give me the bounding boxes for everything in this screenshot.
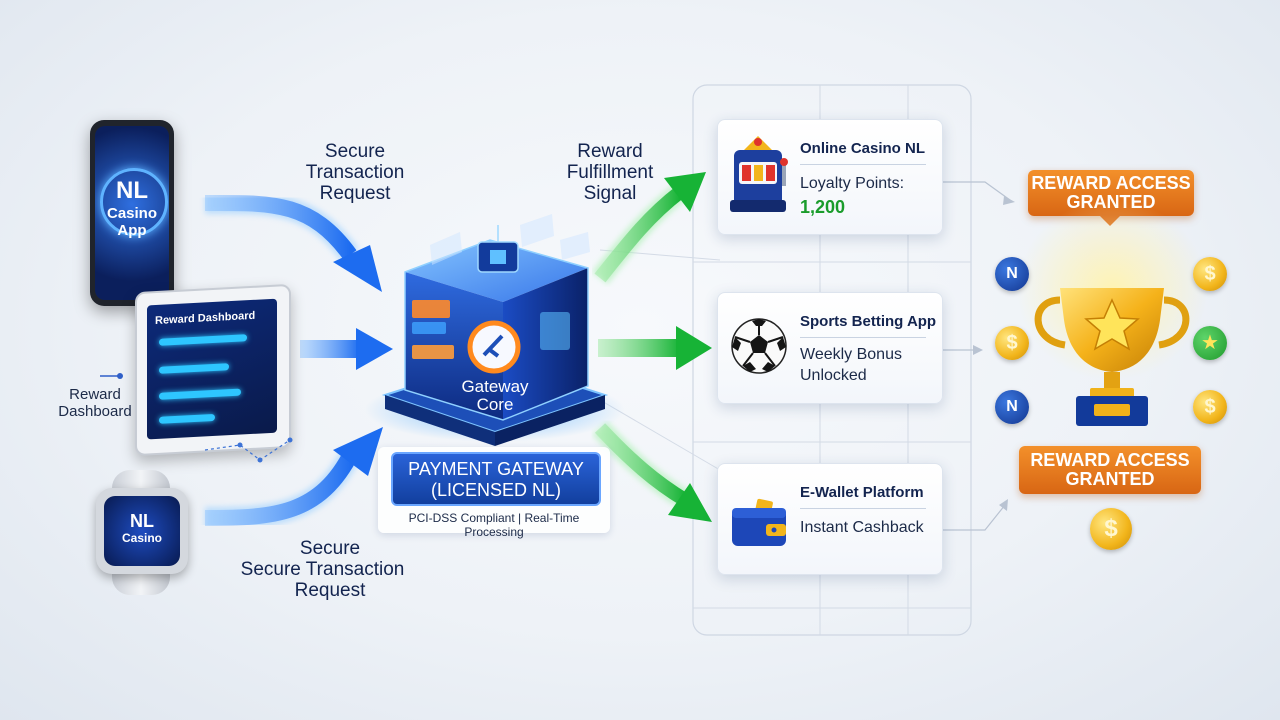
top-request-label-line3: Request: [319, 183, 391, 204]
card-casino-points: 1,200: [800, 197, 846, 217]
arrow-green-down: [592, 421, 712, 522]
top-request-label-line1: Secure: [324, 141, 386, 162]
payment-gateway-title-line2: (LICENSED NL): [430, 480, 562, 500]
gateway-core-line1: Gateway: [461, 377, 529, 396]
reward-badge-top-line1: REWARD ACCESS: [1031, 173, 1191, 193]
reward-badge-bottom-line1: REWARD ACCESS: [1030, 450, 1190, 470]
watch-line2: Casino: [121, 531, 162, 545]
token-icon-2: N: [995, 390, 1029, 424]
card-casino-sub1: Loyalty Points:: [800, 175, 905, 192]
payment-gateway-title-line1: PAYMENT GATEWAY: [408, 459, 584, 479]
card-sports-title: Sports Betting App: [800, 313, 937, 330]
tablet-caption-line2: Dashboard: [58, 403, 132, 420]
coin-icon-3: $: [1193, 390, 1227, 424]
arrow-middle-request: [300, 328, 393, 370]
bottom-request-label-line1: Secure: [299, 538, 361, 559]
phone-app-line2: Casino: [106, 205, 157, 222]
phone-app-line1: NL: [116, 177, 148, 204]
payment-gateway-panel: PAYMENT GATEWAY (LICENSED NL) PCI-DSS Co…: [378, 447, 610, 539]
card-ewallet-title: E-Wallet Platform: [800, 484, 924, 501]
coin-icon-1: $: [1193, 257, 1227, 291]
watch-screen: NL Casino: [104, 496, 180, 566]
payment-gateway-subtitle: PCI-DSS Compliant | Real-Time Processing: [408, 511, 580, 539]
gateway-core-line2: Core: [476, 395, 514, 414]
payment-gateway-title-box: PAYMENT GATEWAY (LICENSED NL): [391, 452, 601, 506]
bottom-request-label-line3: Request: [294, 580, 366, 601]
watch-device: NL Casino: [96, 488, 188, 574]
arrow-top-request: [204, 191, 382, 292]
coin-icon-2: $: [995, 326, 1029, 360]
coin-icon-4: $: [1090, 508, 1132, 550]
card-casino-divider: [800, 164, 926, 165]
fulfillment-label-line3: Signal: [583, 183, 637, 204]
top-request-label-line2: Transaction: [305, 162, 405, 183]
arrow-bottom-request: [204, 427, 383, 529]
fulfillment-label-line2: Fulfillment: [566, 162, 654, 183]
platform-card-casino[interactable]: Online Casino NL Loyalty Points: 1,200: [717, 119, 943, 235]
card-sports-divider: [800, 337, 926, 338]
phone-screen: NL Casino App: [95, 126, 169, 300]
watch-line1: NL: [130, 511, 154, 531]
bottom-request-label-line2: Secure Transaction: [240, 559, 405, 580]
platform-card-ewallet[interactable]: E-Wallet Platform Instant Cashback: [717, 463, 943, 575]
card-ewallet-sub1: Instant Cashback: [800, 519, 924, 536]
soccer-ball-icon: [731, 318, 787, 374]
fulfillment-label-line1: Reward: [577, 141, 643, 162]
card-sports-sub2: Unlocked: [800, 367, 867, 384]
star-coin-icon: ★: [1193, 326, 1227, 360]
card-ewallet-divider: [800, 508, 926, 509]
tablet-caption-line1: Reward: [69, 386, 121, 403]
arrow-green-middle: [598, 326, 712, 370]
wallet-icon: [732, 498, 786, 546]
card-casino-title: Online Casino NL: [800, 140, 926, 157]
phone-device: NL Casino App: [90, 120, 174, 306]
phone-glow-ring: [100, 168, 168, 236]
slot-machine-icon: [730, 136, 788, 212]
token-icon-1: N: [995, 257, 1029, 291]
platform-card-sports[interactable]: Sports Betting App Weekly Bonus Unlocked: [717, 292, 943, 404]
card-sports-sub1: Weekly Bonus: [800, 346, 902, 363]
reward-badge-bottom-line2: GRANTED: [1065, 468, 1155, 489]
phone-app-line3: App: [117, 222, 147, 239]
reward-access-badge-bottom: REWARD ACCESS GRANTED: [1019, 446, 1201, 494]
arrow-green-up: [592, 172, 706, 285]
